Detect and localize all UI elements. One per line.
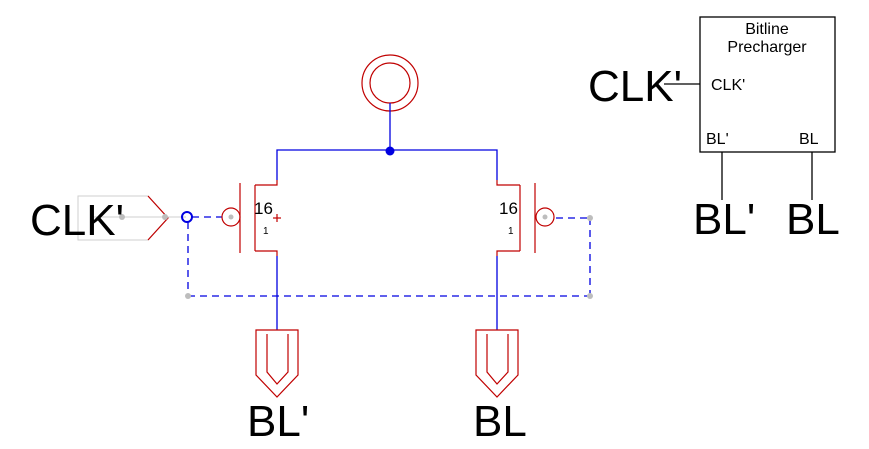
bl-bar-output-label: BL' (247, 397, 309, 446)
right-pmos-transistor[interactable] (496, 180, 555, 256)
right-pmos-length: 1 (508, 226, 514, 237)
symbol-ext-bl-label: BL (786, 195, 840, 244)
bitline-precharger-symbol[interactable] (664, 16, 836, 200)
vdd-supply-icon[interactable] (361, 54, 419, 112)
left-pmos-length: 1 (263, 226, 269, 237)
symbol-ext-clk-label: CLK' (588, 62, 682, 111)
symbol-ext-bl-bar-label: BL' (693, 195, 755, 244)
clk-input-port[interactable] (77, 195, 186, 241)
symbol-pin-clk: CLK' (711, 77, 745, 94)
symbol-title-line1: Bitline (745, 21, 789, 38)
bl-bar-output-port[interactable] (255, 329, 299, 398)
left-pmos-width: 16 (254, 199, 273, 218)
clk-input-label: CLK' (30, 196, 124, 245)
bl-output-label: BL (473, 397, 527, 446)
vdd-rail-wire (276, 149, 498, 180)
symbol-pin-bl: BL (799, 131, 819, 148)
left-pmos-transistor[interactable] (221, 180, 281, 256)
vdd-junction-dot (385, 146, 395, 156)
bl-output-port[interactable] (475, 329, 519, 398)
symbol-title-line2: Precharger (727, 39, 807, 56)
symbol-pin-bl-bar: BL' (706, 131, 729, 148)
right-pmos-width: 16 (499, 199, 518, 218)
